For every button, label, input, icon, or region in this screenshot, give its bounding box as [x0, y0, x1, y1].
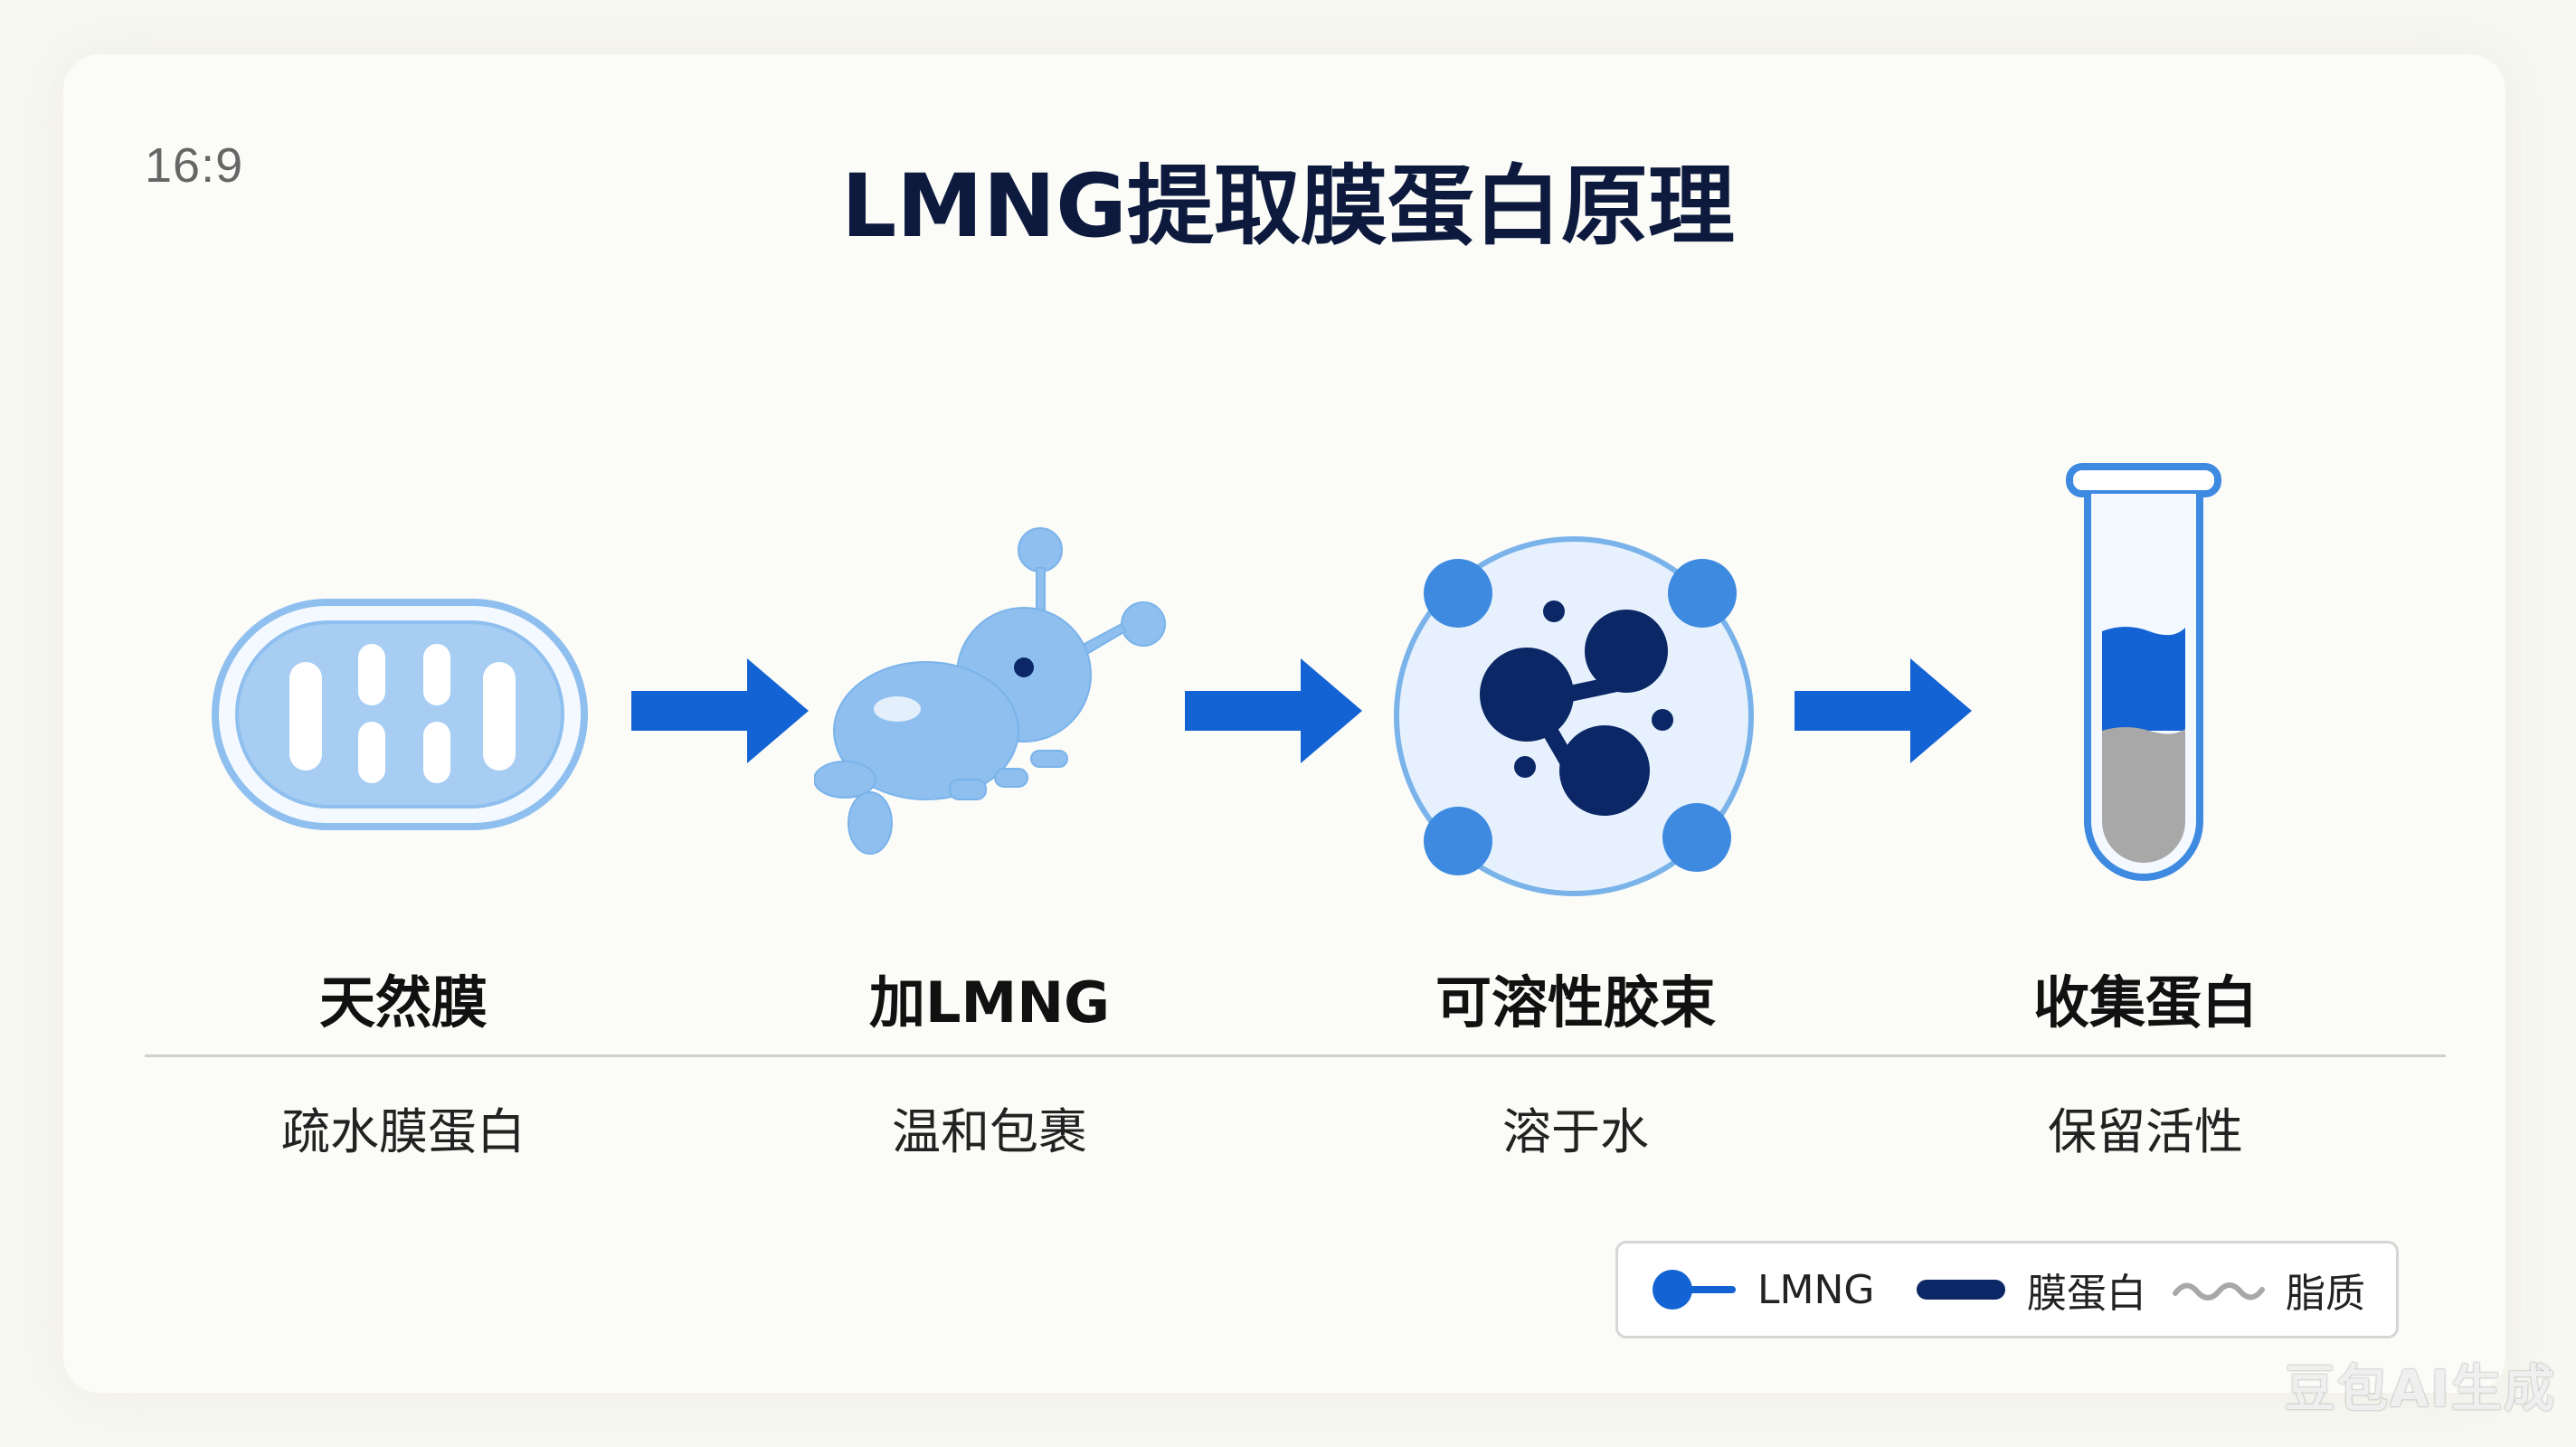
- step-label: 天然膜: [318, 969, 488, 1036]
- step-label: 加LMNG: [869, 969, 1110, 1036]
- protein-legend-icon: [1917, 1280, 2005, 1300]
- lipid-legend-icon: [2173, 1282, 2265, 1300]
- arrow-right-icon: [1795, 658, 1972, 763]
- test-tube-icon: [2062, 459, 2225, 894]
- page-title: LMNG提取膜蛋白原理: [841, 156, 1735, 257]
- divider: [145, 1055, 2446, 1057]
- legend-label: LMNG: [1757, 1266, 1875, 1313]
- step-description: 保留活性: [2048, 1103, 2243, 1160]
- step-description: 疏水膜蛋白: [281, 1103, 526, 1160]
- aspect-ratio-label: 16:9: [145, 138, 244, 193]
- legend-item-lipid: 脂质: [2172, 1244, 2365, 1336]
- membrane-icon: [210, 597, 590, 832]
- legend-label: 脂质: [2286, 1271, 2365, 1317]
- legend: LMNG 膜蛋白 脂质: [1615, 1241, 2399, 1338]
- lmng-molecule-icon: [813, 525, 1194, 868]
- step-label: 收集蛋白: [2032, 969, 2258, 1036]
- legend-item-lmng: LMNG: [1651, 1244, 1875, 1336]
- lmng-legend-icon: [1653, 1270, 1736, 1310]
- legend-label: 膜蛋白: [2027, 1271, 2146, 1317]
- watermark: 豆包AI生成: [2284, 1360, 2556, 1419]
- arrow-right-icon: [1185, 658, 1362, 763]
- arrow-right-icon: [631, 658, 809, 763]
- legend-item-protein: 膜蛋白: [1915, 1244, 2146, 1336]
- step-description: 温和包裹: [892, 1103, 1087, 1160]
- micelle-icon: [1375, 517, 1773, 915]
- step-label: 可溶性胶束: [1435, 969, 1716, 1036]
- step-description: 溶于水: [1502, 1103, 1649, 1160]
